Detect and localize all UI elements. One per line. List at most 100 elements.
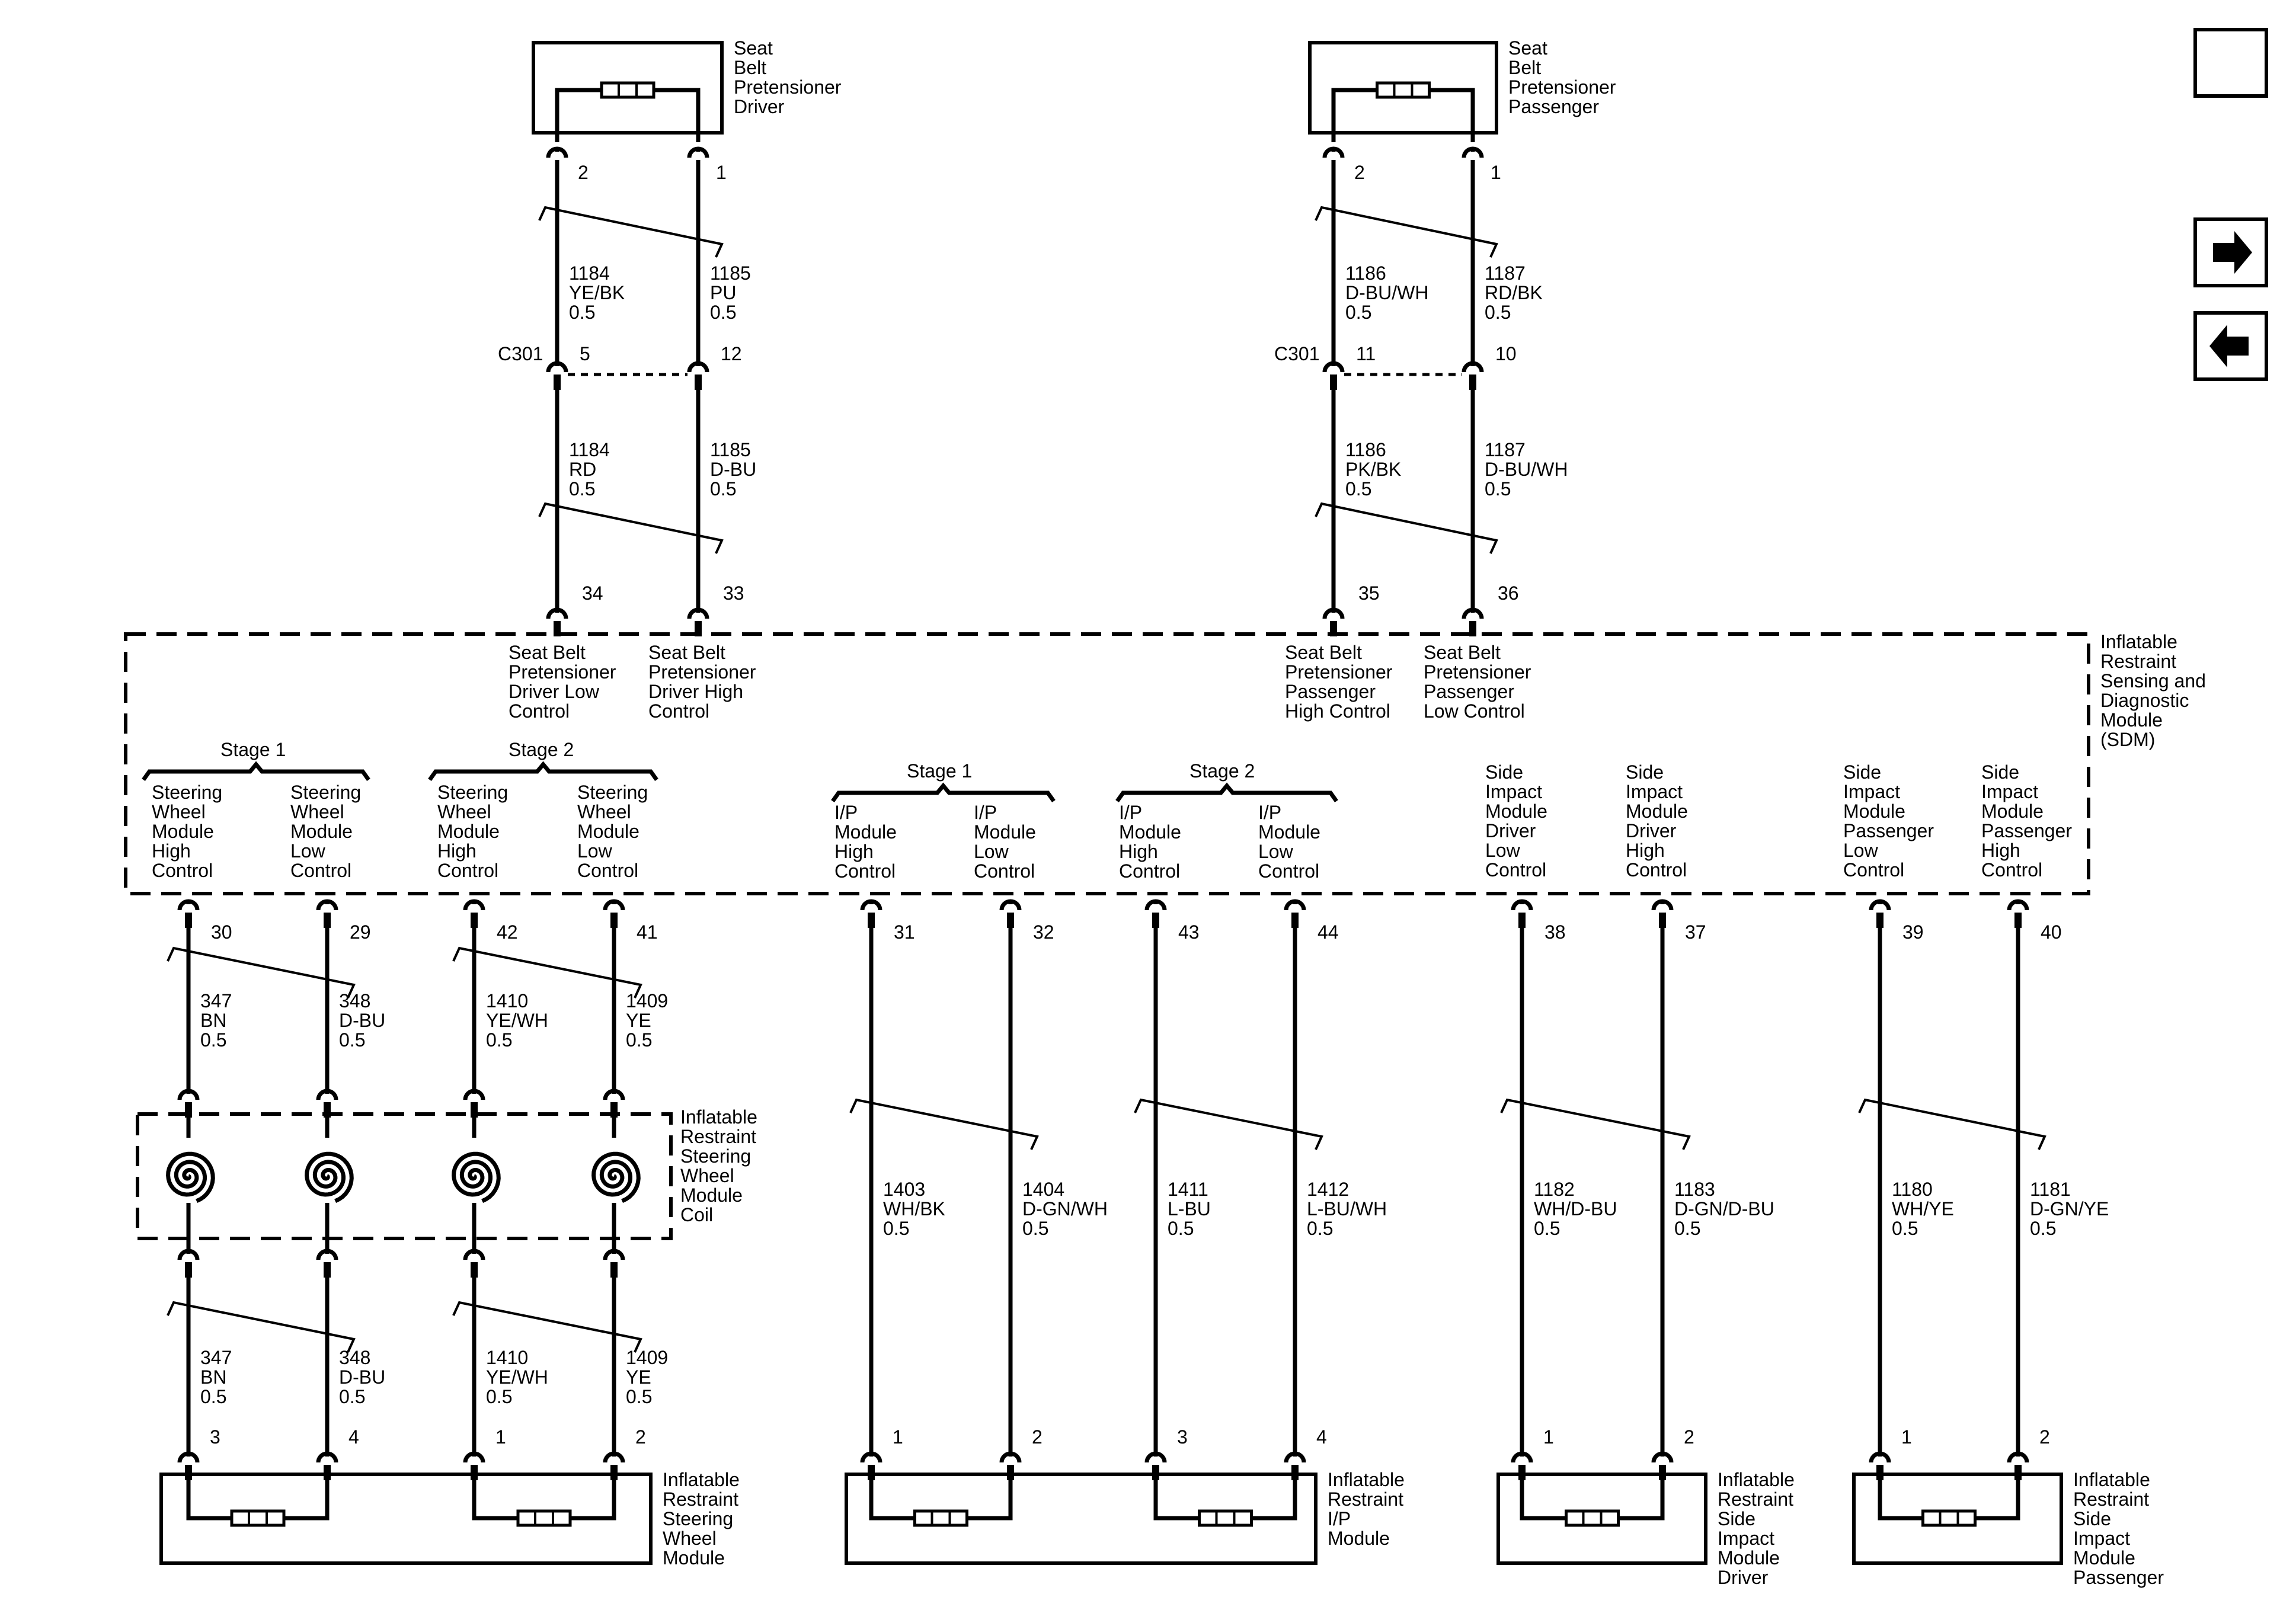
navigation-buttons[interactable] — [2193, 28, 2268, 381]
sdm-bottom-function-label: Impact — [1843, 781, 1900, 802]
coil-output-wire-label: 0.5 — [486, 1386, 512, 1407]
module-label: Side — [1718, 1508, 1755, 1529]
middle-wire-label: 1184 — [569, 439, 610, 460]
pretensioner-pin: 2 — [578, 162, 589, 183]
stage-bracket — [428, 761, 658, 782]
sdm-bottom-stub — [324, 913, 331, 928]
sdm-bottom-pin: 41 — [637, 921, 658, 943]
coil-output-wire-label: 0.5 — [339, 1386, 365, 1407]
sdm-bottom-stub — [471, 913, 478, 928]
twisted-pair-mark — [167, 1301, 356, 1353]
module-box — [159, 1473, 653, 1565]
sdm-bottom-function-label: High — [1119, 841, 1158, 862]
module-label: Passenger — [2073, 1567, 2164, 1588]
module-label: Impact — [2073, 1528, 2130, 1549]
sdm-bottom-pin: 31 — [894, 921, 915, 943]
sdm-bottom-function-label: Passenger — [1843, 820, 1934, 841]
sdm-bottom-pin: 30 — [211, 921, 232, 943]
sdm-bottom-function-label: Module — [974, 821, 1036, 843]
twisted-pair-mark — [452, 1301, 642, 1353]
sdm-bottom-function-label: Steering — [290, 782, 361, 803]
sdm-bottom-function-label: Wheel — [290, 801, 344, 822]
sdm-bottom-pin: 38 — [1544, 921, 1566, 943]
sdm-bottom-function-label: Low — [974, 841, 1009, 862]
sdm-bottom-function-label: Control — [1119, 860, 1180, 882]
lower-wire-label: 0.5 — [883, 1218, 909, 1239]
module-label: Inflatable — [2073, 1469, 2150, 1490]
module-resistor — [1565, 1509, 1620, 1527]
clockspring-coil — [166, 1151, 215, 1203]
module-pin: 3 — [210, 1426, 220, 1448]
coil-output-wire-label: 1410 — [486, 1347, 528, 1368]
lower-wire-label: 0.5 — [486, 1029, 512, 1051]
module-box — [1852, 1473, 2063, 1565]
middle-wire-label: 0.5 — [710, 478, 736, 500]
sdm-bottom-function-label: Module — [1626, 801, 1688, 822]
lower-wire-label: 348 — [339, 990, 370, 1012]
pretensioner-box — [532, 41, 724, 135]
lower-wire-label: 0.5 — [1022, 1218, 1048, 1239]
module-pin: 2 — [1684, 1426, 1694, 1448]
upper-wire-label: PU — [710, 282, 736, 303]
sdm-top-pin: 34 — [582, 582, 603, 604]
sdm-bottom-stub — [185, 913, 192, 928]
lower-wire-label: 0.5 — [1307, 1218, 1333, 1239]
twisted-pair-mark — [538, 206, 724, 258]
stage-label: Stage 1 — [220, 739, 286, 760]
sdm-label: Inflatable — [2100, 631, 2177, 652]
sdm-top-function-label: Pretensioner — [1285, 661, 1393, 683]
loc-button[interactable] — [2193, 28, 2268, 98]
coil-label: Steering — [680, 1145, 751, 1167]
sdm-top-function-label: Driver Low — [509, 681, 600, 702]
pretensioner-box — [1308, 41, 1498, 135]
lower-wire-label: 347 — [200, 990, 232, 1012]
lower-wire-label: 1411 — [1168, 1179, 1208, 1200]
sdm-bottom-function-label: Control — [437, 860, 498, 881]
upper-wire-label: 1187 — [1485, 263, 1526, 284]
sdm-bottom-function-label: Module — [1258, 821, 1320, 843]
middle-wire-label: 1187 — [1485, 439, 1526, 460]
lower-wire-label: WH/BK — [883, 1198, 945, 1219]
sdm-bottom-function-label: Driver — [1626, 820, 1677, 841]
sdm-label: Sensing and — [2100, 670, 2206, 692]
twisted-pair-mark — [1315, 206, 1498, 258]
coil-output-wire-label: YE/WH — [486, 1366, 548, 1388]
pretensioner-label: Belt — [734, 57, 766, 78]
upper-wire-label: D-BU/WH — [1345, 282, 1428, 303]
sdm-top-function-label: Control — [648, 700, 709, 722]
sdm-bottom-pin: 29 — [350, 921, 371, 943]
sdm-bottom-function-label: Module — [437, 821, 500, 842]
lower-wire-label: D-GN/D-BU — [1674, 1198, 1774, 1219]
sdm-bottom-function-label: Control — [577, 860, 638, 881]
sdm-label: Module — [2100, 709, 2163, 731]
sdm-bottom-function-label: Impact — [1981, 781, 2038, 802]
sdm-bottom-stub — [1518, 913, 1526, 928]
sdm-top-pin: 35 — [1358, 582, 1380, 604]
lower-wire-label: 1181 — [2030, 1179, 2071, 1200]
stage-label: Stage 2 — [509, 739, 574, 760]
module-resistor — [1921, 1509, 1977, 1527]
sdm-bottom-stub — [1007, 913, 1014, 928]
middle-wire-label: PK/BK — [1345, 459, 1401, 480]
coil-label: Coil — [680, 1204, 713, 1225]
lower-wire-label: WH/YE — [1892, 1198, 1954, 1219]
twisted-pair-mark — [1858, 1098, 2046, 1150]
sdm-bottom-pin: 39 — [1902, 921, 1924, 943]
lower-wire-label: 0.5 — [200, 1029, 226, 1051]
coil-bottom-stub — [610, 1262, 618, 1278]
sdm-top-function-label: Low Control — [1424, 700, 1525, 722]
lower-wire-label: 1183 — [1674, 1179, 1715, 1200]
sdm-bottom-function-label: Low — [1843, 840, 1879, 861]
coil-output-wire-label: 0.5 — [626, 1386, 652, 1407]
coil-output-wire-label: BN — [200, 1366, 226, 1388]
pretensioner-label: Seat — [734, 37, 773, 59]
stage-bracket — [831, 782, 1056, 803]
sdm-top-function-label: Passenger — [1285, 681, 1376, 702]
coil-output-wire-label: D-BU — [339, 1366, 385, 1388]
sdm-bottom-function-label: High — [1981, 840, 2020, 861]
lower-wire-label: 0.5 — [1674, 1218, 1700, 1239]
stage-bracket — [1115, 782, 1338, 803]
sdm-top-function-label: Pretensioner — [1424, 661, 1531, 683]
sdm-bottom-function-label: Module — [577, 821, 639, 842]
sdm-bottom-function-label: I/P — [834, 802, 858, 823]
